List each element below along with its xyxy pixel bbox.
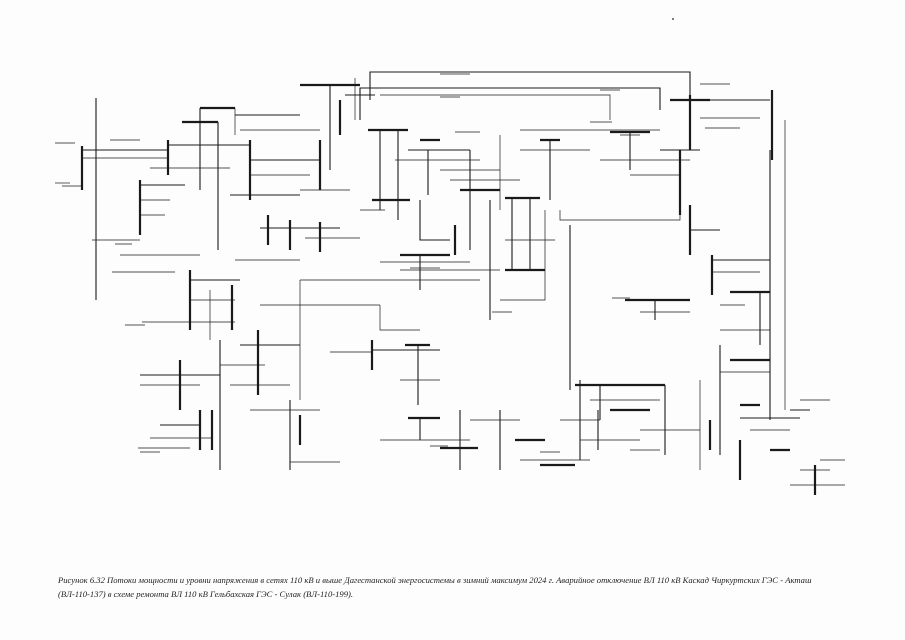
- top-lines: [359, 71, 774, 160]
- left-region: [62, 98, 250, 340]
- caption-line-2: (ВЛ-110-137) в схеме ремонта ВЛ 110 кВ Г…: [58, 589, 354, 599]
- left-lower-cluster: [138, 330, 340, 470]
- upper-left-cluster: [182, 78, 375, 261]
- label-strokes: [55, 73, 845, 461]
- right-lower-cluster: [575, 380, 712, 470]
- scan-speck: [672, 18, 674, 20]
- caption-line-1: Рисунок 6.32 Потоки мощности и уровни на…: [58, 575, 812, 585]
- centre-upper-cluster: [368, 128, 700, 250]
- bottom-centre-cluster: [380, 410, 660, 470]
- figure-caption: Рисунок 6.32 Потоки мощности и уровни на…: [58, 573, 858, 601]
- right-cluster: [625, 120, 845, 495]
- power-network-diagram: [55, 71, 845, 495]
- centre-middle-cluster: [260, 196, 681, 405]
